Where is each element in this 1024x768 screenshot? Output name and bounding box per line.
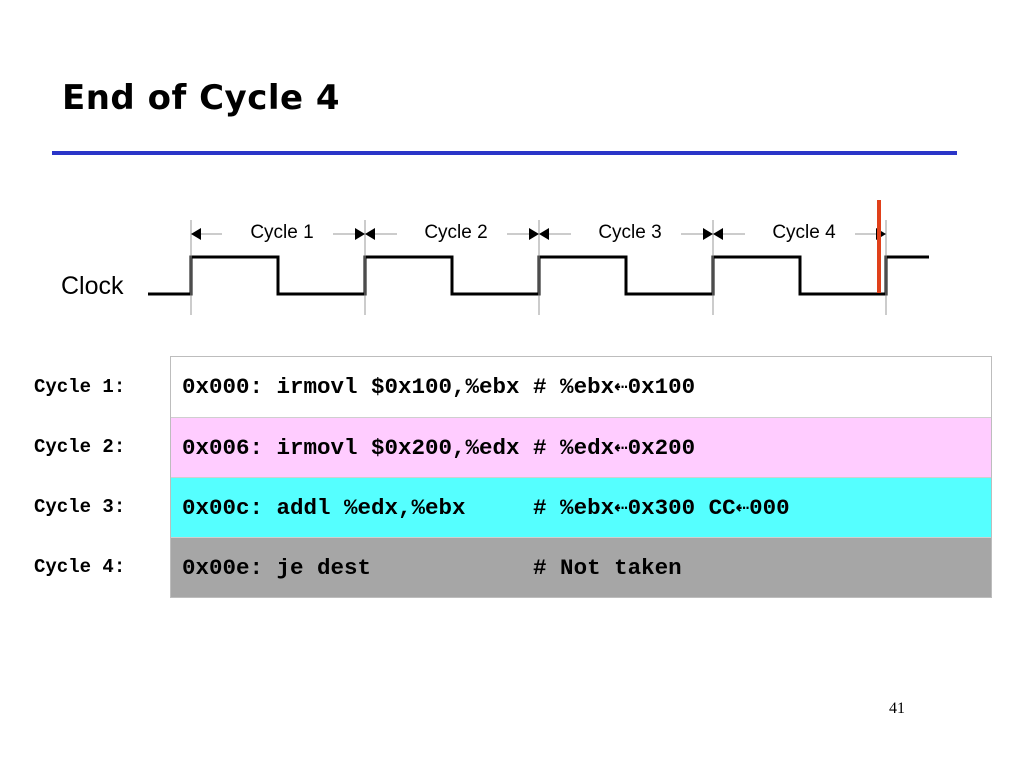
title-underline: [52, 151, 957, 155]
cycle-span-arrowheads: [191, 228, 886, 240]
cycle-4-row-label: Cycle 4:: [34, 556, 126, 578]
instruction-row-cycle-3: 0x00c: addl %edx,%ebx # %ebx⇠0x300 CC⇠00…: [171, 477, 991, 537]
cycle-2-row-label: Cycle 2:: [34, 436, 126, 458]
instruction-row-cycle-4: 0x00e: je dest # Not taken: [171, 537, 991, 597]
cycle-boundary-lines: [190, 220, 887, 315]
cycle-4-label: Cycle 4: [772, 222, 836, 243]
cycle-1-row-label: Cycle 1:: [34, 376, 126, 398]
clock-timing-diagram: Cycle 1 Cycle 2 Cycle 3 Cycle 4: [148, 200, 929, 315]
instruction-table: 0x000: irmovl $0x100,%ebx # %ebx⇠0x100 0…: [170, 356, 992, 598]
instruction-row-cycle-1: 0x000: irmovl $0x100,%ebx # %ebx⇠0x100: [171, 357, 991, 417]
instruction-row-cycle-2: 0x006: irmovl $0x200,%edx # %edx⇠0x200: [171, 417, 991, 477]
cycle-1-label: Cycle 1: [250, 222, 313, 243]
slide-title: End of Cycle 4: [62, 78, 341, 118]
cycle-2-label: Cycle 2: [424, 222, 487, 243]
cycle-3-label: Cycle 3: [598, 222, 661, 243]
cycle-3-row-label: Cycle 3:: [34, 496, 126, 518]
page-number: 41: [889, 700, 905, 717]
clock-signal-label: Clock: [61, 272, 124, 300]
